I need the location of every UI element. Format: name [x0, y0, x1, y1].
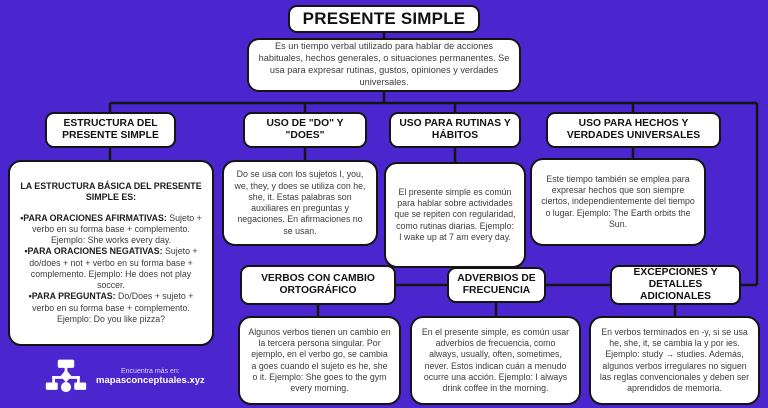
intro-box: Es un tiempo verbal utilizado para habla… — [247, 38, 521, 92]
header-adverbios: ADVERBIOS DE FRECUENCIA — [447, 267, 546, 303]
detail-verbos-text: Algunos verbos tienen un cambio en la te… — [248, 326, 391, 393]
detail-excepciones: En verbos terminados en -y, si se usa he… — [589, 316, 760, 405]
estructura-bullet-afirmativas: •PARA ORACIONES AFIRMATIVAS: Sujeto + ve… — [18, 213, 204, 247]
header-hechos-label: USO PARA HECHOS Y VERDADES UNIVERSALES — [566, 117, 701, 141]
detail-estructura: LA ESTRUCTURA BÁSICA DEL PRESENTE SIMPLE… — [8, 160, 214, 346]
intro-text: Es un tiempo verbal utilizado para habla… — [258, 41, 510, 87]
detail-hechos-text: Este tiempo también se emplea para expre… — [541, 173, 695, 229]
header-verbos: VERBOS CON CAMBIO ORTOGRÁFICO — [240, 265, 396, 305]
detail-adverbios-text: En el presente simple, es común usar adv… — [421, 326, 570, 393]
detail-do-does-text: Do se usa con los sujetos I, you, we, th… — [234, 169, 366, 236]
header-excepciones-label: EXCEPCIONES Y DETALLES ADICIONALES — [633, 266, 718, 303]
footer-find-more: Encuentra más en: — [121, 368, 180, 375]
estructura-bullet-negativas-text: Sujeto + do/does + not + verbo en su for… — [29, 246, 198, 291]
header-hechos: USO PARA HECHOS Y VERDADES UNIVERSALES — [546, 112, 721, 148]
detail-verbos: Algunos verbos tienen un cambio en la te… — [238, 316, 401, 405]
page-title: PRESENTE SIMPLE — [302, 9, 466, 28]
header-rutinas: USO PARA RUTINAS Y HÁBITOS — [389, 112, 521, 148]
estructura-bullet-preguntas-label: •PARA PREGUNTAS: — [28, 291, 116, 302]
header-verbos-label: VERBOS CON CAMBIO ORTOGRÁFICO — [261, 272, 375, 296]
estructura-bullet-afirmativas-text: Sujeto + verbo en su forma base + comple… — [32, 212, 202, 246]
header-estructura: ESTRUCTURA DEL PRESENTE SIMPLE — [45, 112, 176, 148]
footer-brand: Encuentra más en: mapasconceptuales.xyz — [44, 356, 205, 398]
header-do-does: USO DE "DO" Y "DOES" — [243, 112, 367, 148]
title-box: PRESENTE SIMPLE — [288, 5, 480, 33]
header-adverbios-label: ADVERBIOS DE FRECUENCIA — [457, 272, 536, 296]
estructura-bullet-preguntas-text: Do/Does + sujeto + verbo en su forma bas… — [32, 291, 194, 324]
footer-site-url: mapasconceptuales.xyz — [96, 375, 205, 386]
estructura-bullet-negativas: •PARA ORACIONES NEGATIVAS: Sujeto + do/d… — [18, 246, 204, 291]
flowchart-logo-icon — [45, 359, 87, 393]
detail-adverbios: En el presente simple, es común usar adv… — [410, 316, 581, 405]
estructura-bullet-afirmativas-label: •PARA ORACIONES AFIRMATIVAS: — [20, 212, 167, 223]
footer-text-block: Encuentra más en: mapasconceptuales.xyz — [96, 368, 205, 386]
detail-rutinas: El presente simple es común para hablar … — [384, 162, 526, 268]
estructura-bullet-negativas-label: •PARA ORACIONES NEGATIVAS: — [24, 246, 163, 257]
detail-do-does: Do se usa con los sujetos I, you, we, th… — [222, 160, 378, 246]
detail-hechos: Este tiempo también se emplea para expre… — [530, 158, 706, 246]
detail-excepciones-text: En verbos terminados en -y, si se usa he… — [599, 326, 750, 393]
estructura-bullet-preguntas: •PARA PREGUNTAS: Do/Does + sujeto + verb… — [18, 291, 204, 325]
header-do-does-label: USO DE "DO" Y "DOES" — [266, 117, 344, 141]
header-rutinas-label: USO PARA RUTINAS Y HÁBITOS — [399, 117, 511, 141]
detail-estructura-heading: LA ESTRUCTURA BÁSICA DEL PRESENTE SIMPLE… — [20, 180, 202, 203]
header-excepciones: EXCEPCIONES Y DETALLES ADICIONALES — [610, 265, 741, 305]
detail-rutinas-text: El presente simple es común para hablar … — [394, 186, 516, 242]
header-estructura-label: ESTRUCTURA DEL PRESENTE SIMPLE — [62, 117, 159, 141]
